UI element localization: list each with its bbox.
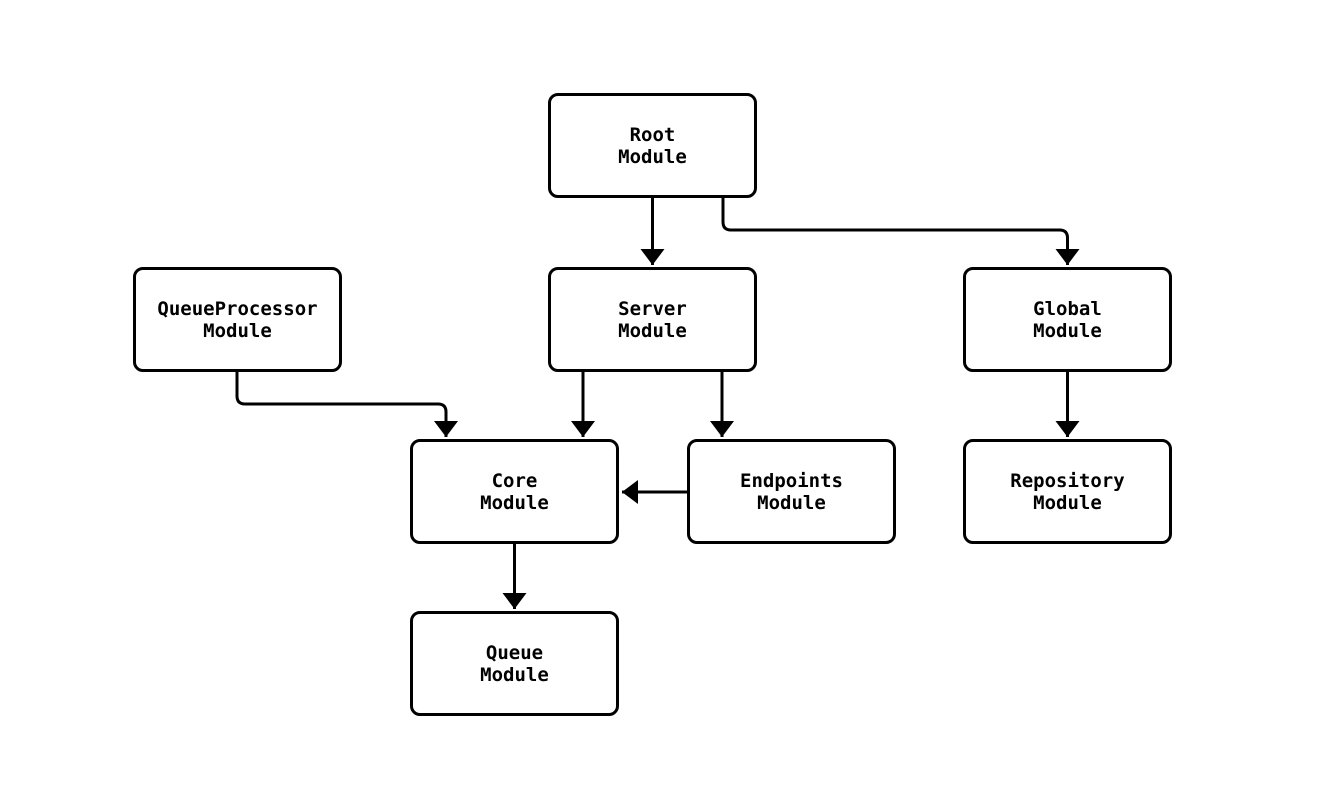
node-server-module-label: Server Module: [618, 297, 687, 342]
node-endpoints-module-label: Endpoints Module: [740, 469, 843, 514]
node-core-module: Core Module: [410, 439, 619, 544]
node-queueprocessor-module-label: QueueProcessor Module: [157, 297, 318, 342]
node-queueprocessor-module: QueueProcessor Module: [133, 267, 342, 372]
node-queue-module: Queue Module: [410, 611, 619, 716]
node-endpoints-module: Endpoints Module: [687, 439, 896, 544]
node-root-module: Root Module: [548, 93, 757, 198]
node-queue-module-label: Queue Module: [480, 641, 549, 686]
node-root-module-label: Root Module: [618, 123, 687, 168]
edge-queueprocessor-to-core: [235, 371, 458, 437]
node-server-module: Server Module: [548, 267, 757, 372]
node-core-module-label: Core Module: [480, 469, 549, 514]
edge-root-to-global: [721, 197, 1080, 265]
node-repository-module: Repository Module: [963, 439, 1172, 544]
node-global-module: Global Module: [963, 267, 1172, 372]
node-global-module-label: Global Module: [1033, 297, 1102, 342]
node-repository-module-label: Repository Module: [1010, 469, 1125, 514]
